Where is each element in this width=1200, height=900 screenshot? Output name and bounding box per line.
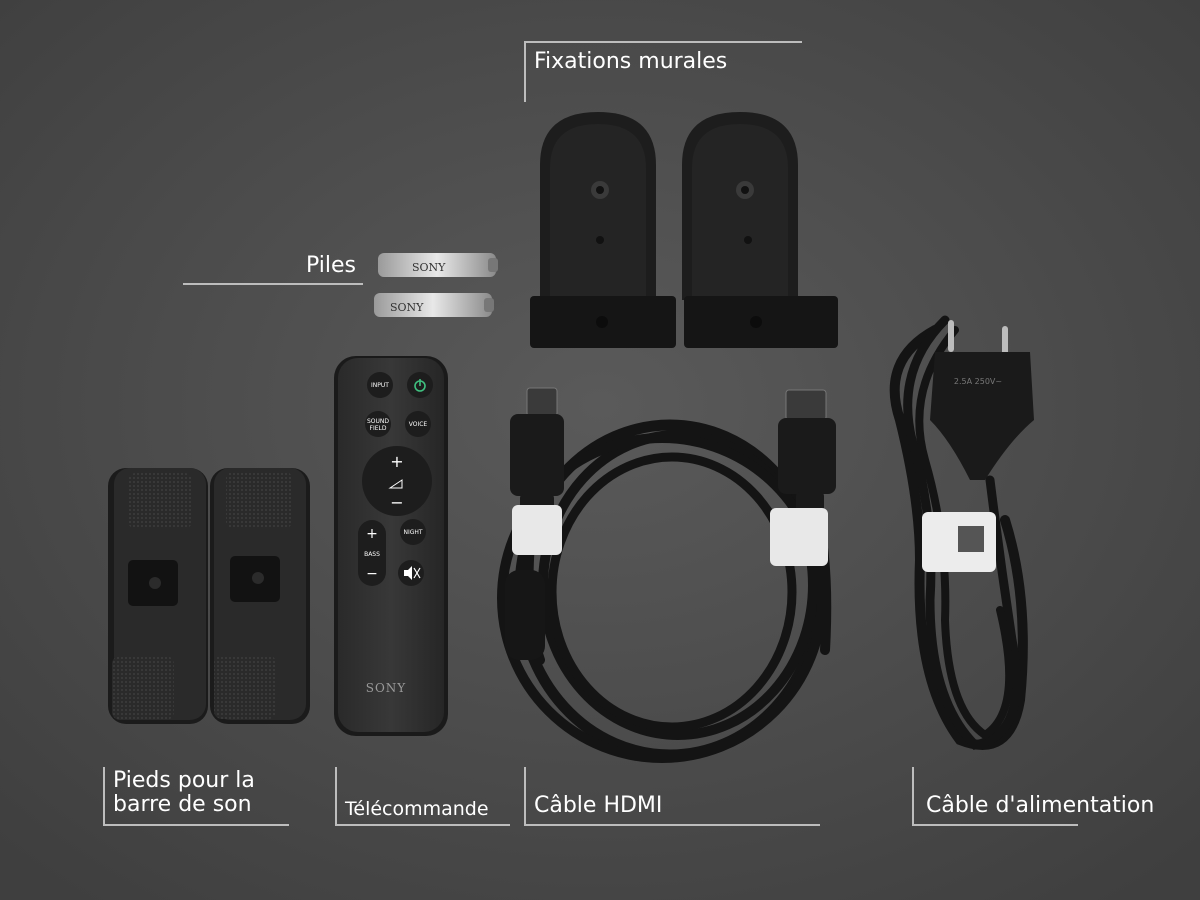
soundbar-foot-right <box>210 468 310 724</box>
power-cable <box>889 315 1028 750</box>
batteries-leader <box>183 283 363 285</box>
battery-brand: SONY <box>412 261 446 274</box>
wall-mount-right <box>682 112 838 348</box>
input-button-label: INPUT <box>371 382 389 389</box>
bass-minus-icon: − <box>366 566 378 582</box>
volume-minus-icon: − <box>390 493 403 512</box>
batteries-label: Piles <box>306 253 357 278</box>
hdmi-cable-tie-right <box>770 508 828 566</box>
night-button: NIGHT <box>400 519 426 545</box>
wall-mounts-leader-horizontal <box>524 41 802 43</box>
remote-control: INPUT SOUND FIELD VOICE + − + BASS − <box>334 356 448 736</box>
soundbar-foot-left <box>108 468 208 724</box>
sound-field-label-2: FIELD <box>370 425 387 432</box>
volume-rocker: + − <box>362 446 432 516</box>
battery-top: SONY <box>378 253 498 277</box>
battery-brand: SONY <box>390 301 424 314</box>
bass-plus-icon: + <box>366 526 378 542</box>
sound-field-button: SOUND FIELD <box>365 411 391 437</box>
feet-leader-vertical <box>103 767 105 825</box>
feet-leader-horizontal <box>103 824 289 826</box>
hdmi-label: Câble HDMI <box>534 793 663 818</box>
remote-leader-vertical <box>335 767 337 825</box>
power-cable-label: Câble d'alimentation <box>926 793 1155 818</box>
bass-rocker: + BASS − <box>358 520 386 586</box>
feet-label-line1: Pieds pour la <box>113 768 255 793</box>
input-button: INPUT <box>367 372 393 398</box>
remote-brand: SONY <box>366 681 407 695</box>
voice-button-label: VOICE <box>409 421 428 428</box>
power-leader-vertical <box>912 767 914 825</box>
volume-icon <box>388 479 403 489</box>
hdmi-connector-right <box>778 389 836 512</box>
hdmi-leader-horizontal <box>524 824 820 826</box>
wall-mounts-label: Fixations murales <box>534 49 728 74</box>
remote-leader-horizontal <box>335 824 510 826</box>
qr-code <box>958 526 984 552</box>
power-button <box>407 372 433 398</box>
hdmi-ferrite-core <box>505 570 545 660</box>
feet-label: Pieds pour la barre de son <box>113 769 303 817</box>
power-plug: 2.5A 250V~ <box>930 320 1034 480</box>
hdmi-cable-tie-left <box>512 505 562 555</box>
battery-bottom: SONY <box>374 293 494 317</box>
volume-plus-icon: + <box>390 452 403 471</box>
plug-rating: 2.5A 250V~ <box>954 377 1002 386</box>
sound-field-label-1: SOUND <box>367 418 389 425</box>
night-button-label: NIGHT <box>403 529 422 536</box>
wall-mounts-leader-vertical <box>524 42 526 102</box>
hdmi-leader-vertical <box>524 767 526 825</box>
voice-button: VOICE <box>405 411 431 437</box>
wall-mount-left <box>530 112 676 348</box>
feet-label-line2: barre de son <box>113 792 252 817</box>
remote-label: Télécommande <box>345 798 489 820</box>
power-leader-horizontal <box>912 824 1078 826</box>
bass-label: BASS <box>364 551 380 558</box>
mute-button <box>398 560 424 586</box>
mute-icon <box>404 566 412 580</box>
